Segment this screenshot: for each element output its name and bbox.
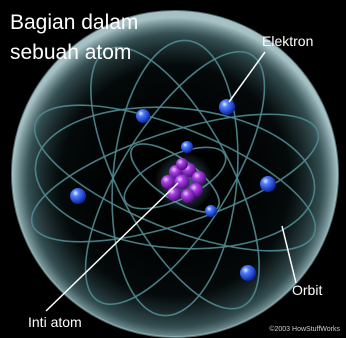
electron-icon — [70, 188, 86, 204]
electron-icon — [136, 109, 150, 123]
electron-icon — [219, 99, 235, 115]
electron-callout-line — [228, 51, 266, 103]
nucleus-callout-line — [45, 182, 179, 312]
orbit — [33, 104, 317, 252]
electrons — [70, 99, 276, 281]
electron-icon — [205, 205, 217, 217]
orbit-lines — [30, 39, 320, 317]
electron-icon — [181, 141, 193, 153]
electron-icon — [260, 176, 276, 192]
orbit — [111, 39, 239, 317]
orbit-label: Orbit — [292, 282, 323, 298]
nucleus-label: Inti atom — [28, 314, 82, 330]
orbit-callout-line — [281, 225, 297, 284]
atom-sphere-rim — [11, 10, 339, 338]
copyright-credit: ©2003 HowStuffWorks — [269, 326, 340, 333]
title-line-2: sebuah atom — [10, 41, 132, 64]
electron-label: Elektron — [262, 33, 314, 49]
orbit — [90, 46, 260, 310]
orbit — [30, 113, 320, 243]
electron-icon — [240, 265, 256, 281]
title-line-1: Bagian dalam — [10, 11, 139, 34]
orbit — [84, 50, 266, 306]
callout-lines — [45, 51, 297, 312]
orbit — [34, 106, 316, 250]
